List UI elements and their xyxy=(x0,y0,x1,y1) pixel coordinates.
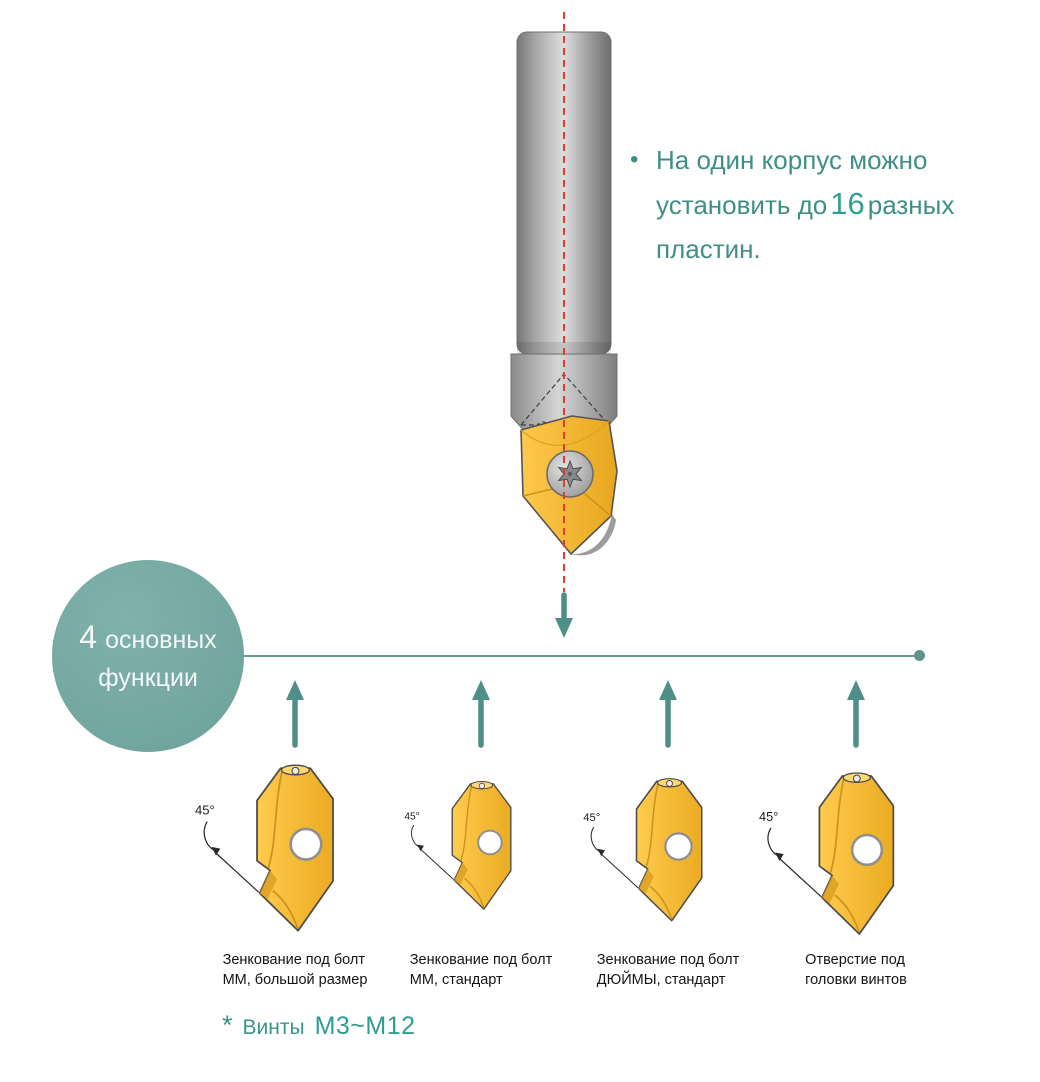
insert-illustration-1: 45° xyxy=(195,763,335,933)
insert-illustration-4: 45° xyxy=(759,771,895,936)
torx-screw-icon xyxy=(546,450,594,498)
head-chamfer-shade xyxy=(571,514,616,556)
connector-end-dot xyxy=(914,650,925,661)
angle-annotation: 45° xyxy=(759,809,822,898)
angle-label: 45° xyxy=(404,812,419,823)
angle-annotation: 45° xyxy=(583,812,639,889)
angle-label: 45° xyxy=(759,809,778,824)
angle-label: 45° xyxy=(583,812,600,824)
bullet-dot: • xyxy=(630,146,639,173)
insert-label-2: Зенкование под болт ММ, стандарт xyxy=(409,952,553,988)
angle-annotation: 45° xyxy=(404,812,454,880)
down-arrow-icon xyxy=(555,592,573,638)
insert-illustration-2: 45° xyxy=(404,780,512,911)
up-arrow-icon xyxy=(659,680,677,748)
connector-line xyxy=(244,655,916,657)
hub-word-2: функции xyxy=(98,664,198,692)
insert-count: 16 xyxy=(830,186,865,221)
hub-line-1: 4 основных xyxy=(79,619,216,656)
hub-word-1: основных xyxy=(105,626,217,654)
insert-label-3: Зенкование под болт ДЮЙМЫ, стандарт xyxy=(596,952,740,988)
footnote: * Винты M3~M12 xyxy=(222,1010,416,1041)
tool-centerline xyxy=(563,12,565,592)
functions-circle: 4 основных функции xyxy=(52,560,244,752)
insert-label-4: Отверстие под головки винтов xyxy=(805,952,907,988)
up-arrow-icon xyxy=(472,680,490,748)
angle-label: 45° xyxy=(195,803,215,818)
up-arrow-icon xyxy=(286,680,304,748)
insert-label-1: Зенкование под болт ММ, большой размер xyxy=(222,952,368,988)
note-line-3: пластин. xyxy=(656,234,761,264)
tool-illustration xyxy=(510,31,618,556)
angle-annotation: 45° xyxy=(195,803,260,893)
up-arrow-icon xyxy=(847,680,865,748)
hub-number: 4 xyxy=(79,619,98,655)
asterisk-icon: * xyxy=(222,1010,233,1040)
screw-range: M3~M12 xyxy=(314,1012,416,1040)
insert-illustration-3: 45° xyxy=(583,777,703,922)
note-line-1: На один корпус можно xyxy=(656,145,928,175)
footnote-label: Винты xyxy=(242,1016,305,1039)
